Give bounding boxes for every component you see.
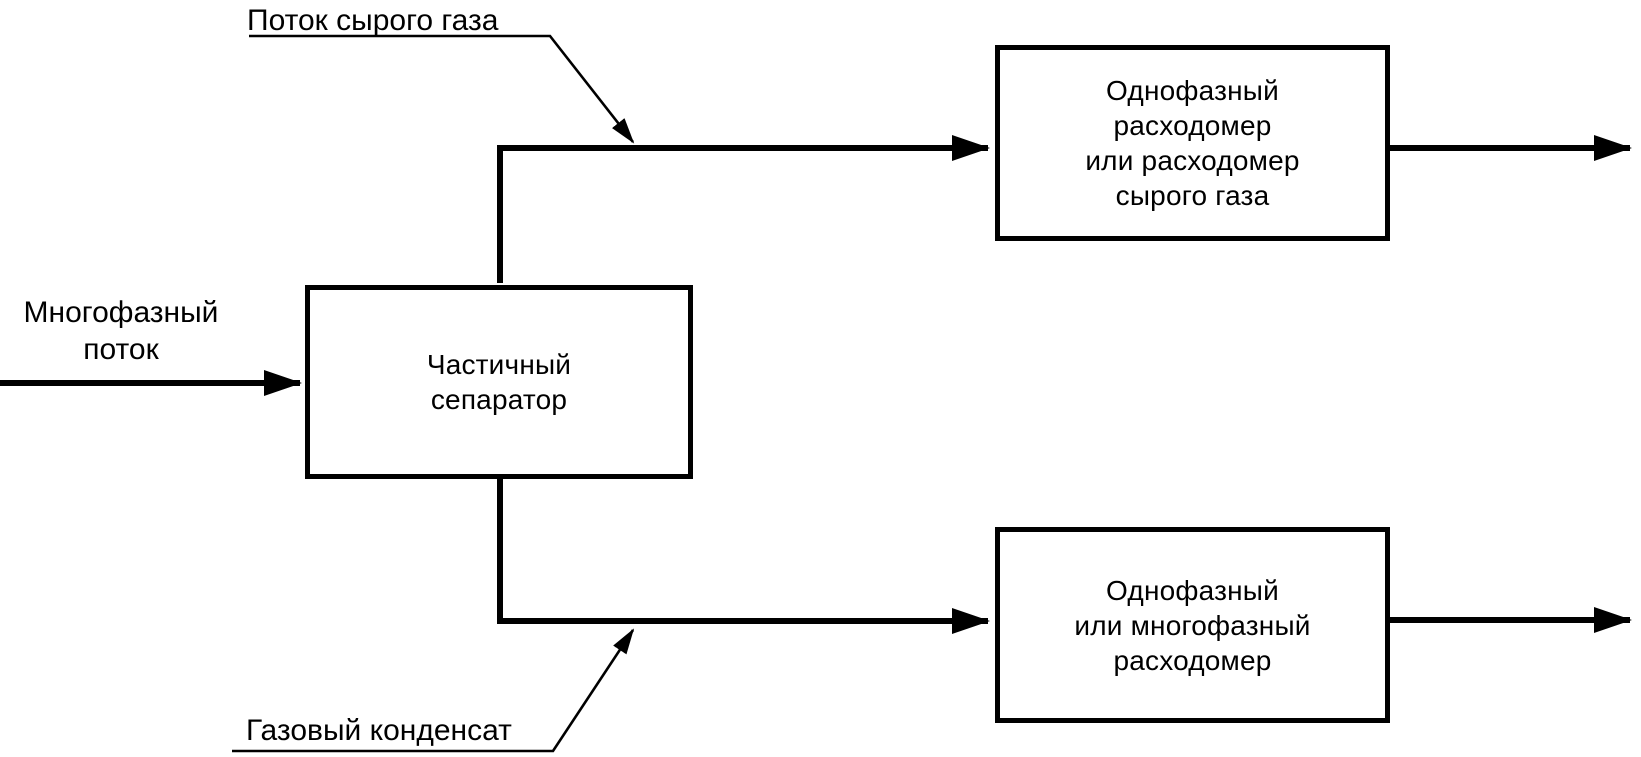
raw-gas-flowmeter-line3: или расходомер bbox=[1085, 145, 1300, 176]
raw-gas-stream-label: Поток сырого газа bbox=[247, 2, 498, 39]
multiphase-flowmeter-line1: Однофазный bbox=[1106, 574, 1279, 606]
gas-condensate-label: Газовый конденсат bbox=[246, 712, 512, 749]
condensate-flow-arrow bbox=[497, 476, 990, 634]
multiphase-flowmeter-line2: или многофазный bbox=[1074, 609, 1311, 641]
multiphase-flowmeter-line3: расходомер bbox=[1113, 644, 1272, 676]
raw-gas-label-leader-arrow bbox=[249, 34, 635, 144]
raw-gas-flowmeter-box: Однофазный расходомер или расходомер сыр… bbox=[995, 45, 1390, 241]
multiphase-flow-label-line2: поток bbox=[83, 333, 159, 366]
multiphase-flow-label-line1: Многофазный bbox=[23, 296, 219, 329]
partial-separator-line1: Частичный bbox=[426, 349, 572, 380]
raw-gas-stream-label-text: Поток сырого газа bbox=[247, 4, 499, 37]
gas-condensate-label-text: Газовый конденсат bbox=[246, 714, 512, 747]
raw-gas-flowmeter-line4: сырого газа bbox=[1115, 180, 1270, 211]
partial-separator-box: Частичный сепаратор bbox=[305, 285, 693, 479]
partial-separator-line2: сепаратор bbox=[430, 384, 568, 415]
raw-gas-flowmeter-line2: расходомер bbox=[1113, 110, 1272, 141]
raw-gas-flowmeter-line1: Однофазный bbox=[1106, 75, 1279, 106]
multiphase-flow-label: Многофазный поток bbox=[0, 294, 242, 368]
raw-gas-flow-arrow bbox=[497, 135, 990, 283]
multiphase-flowmeter-box: Однофазный или многофазный расходомер bbox=[995, 527, 1390, 723]
condensate-label-leader-arrow bbox=[232, 628, 635, 753]
